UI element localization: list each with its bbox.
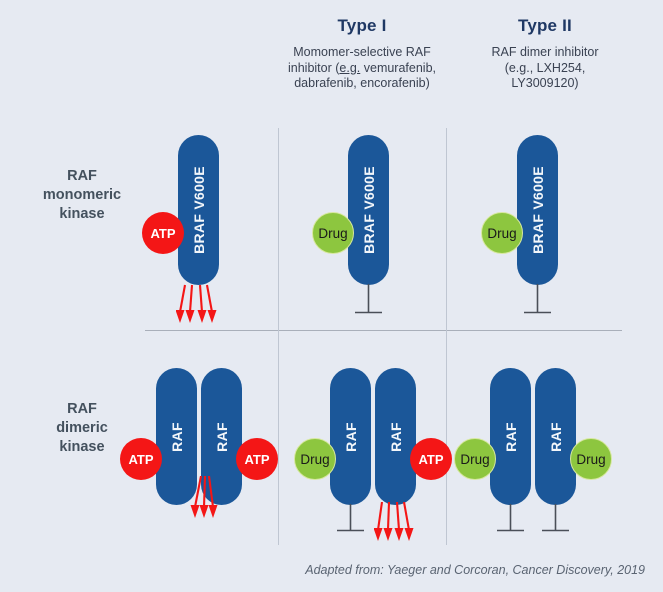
- braf-pill-label: BRAF V600E: [190, 166, 207, 254]
- ligand-drug-dimer-type1-left: Drug: [294, 438, 336, 480]
- ligand-atp-dimer-untreated-left: ATP: [120, 438, 162, 480]
- row-label-monomeric-line1: RAF: [67, 168, 97, 184]
- column-subtitle-type1: Momomer-selective RAF inhibitor (e.g. ve…: [278, 45, 446, 92]
- raf-pill-label: RAF: [342, 421, 359, 452]
- divider-vertical-1: [278, 128, 279, 545]
- row-label-monomeric: RAF monomeric kinase: [18, 167, 146, 224]
- type1-subtitle-line3: dabrafenib, encorafenib): [294, 76, 430, 90]
- type1-subtitle-line2-pre: inhibitor (: [287, 60, 340, 75]
- ligand-atp-dimer-untreated-right: ATP: [236, 438, 278, 480]
- ligand-drug-dimer-type2-left: Drug: [454, 438, 496, 480]
- type2-subtitle-line3: LY3009120): [511, 76, 579, 90]
- raf-pill-label: RAF: [168, 421, 185, 452]
- raf-pill-dimer-type1-left: RAF: [330, 368, 371, 505]
- inhibition-tbar-dimer-type2-right: [542, 504, 569, 532]
- braf-pill-mono-untreated: BRAF V600E: [178, 135, 219, 285]
- ligand-drug-dimer-type2-right: Drug: [570, 438, 612, 480]
- type2-subtitle-line1: RAF dimer inhibitor: [491, 45, 599, 59]
- raf-pill-dimer-type2-right: RAF: [535, 368, 576, 505]
- ligand-drug-mono-type1: Drug: [312, 212, 354, 254]
- footer-credit: Adapted from: Yaeger and Corcoran, Cance…: [305, 563, 645, 577]
- braf-pill-mono-type2: BRAF V600E: [517, 135, 558, 285]
- type2-subtitle-line2: (e.g., LXH254,: [504, 60, 586, 75]
- raf-pill-dimer-type1-right: RAF: [375, 368, 416, 505]
- inhibition-tbar-mono-type2: [524, 284, 551, 314]
- raf-pill-dimer-untreated-left: RAF: [156, 368, 197, 505]
- raf-pill-dimer-untreated-right: RAF: [201, 368, 242, 505]
- column-title-type1: Type I: [337, 16, 387, 35]
- row-label-dimeric-line3: kinase: [59, 439, 105, 455]
- ligand-atp-mono-untreated: ATP: [142, 212, 184, 254]
- row-label-monomeric-line2: monomeric: [42, 187, 122, 203]
- column-subtitle-type2: RAF dimer inhibitor (e.g., LXH254, LY300…: [452, 45, 638, 92]
- raf-pill-label: RAF: [387, 421, 404, 452]
- raf-pill-label: RAF: [547, 421, 564, 452]
- signal-arrows-dimer-untreated: [190, 476, 218, 518]
- inhibition-tbar-dimer-type1-left: [337, 504, 364, 532]
- inhibition-tbar-mono-type1: [355, 284, 382, 314]
- row-label-monomeric-line3: kinase: [59, 206, 105, 222]
- raf-pill-label: RAF: [213, 421, 230, 452]
- braf-pill-label: BRAF V600E: [529, 166, 546, 254]
- column-heading-type2: Type II RAF dimer inhibitor (e.g., LXH25…: [452, 16, 638, 92]
- row-label-dimeric-line1: RAF: [67, 401, 97, 417]
- ligand-drug-mono-type2: Drug: [481, 212, 523, 254]
- row-label-dimeric: RAF dimeric kinase: [18, 400, 146, 457]
- column-title-type2: Type II: [518, 16, 572, 35]
- braf-pill-mono-type1: BRAF V600E: [348, 135, 389, 285]
- type1-subtitle-eg: e.g.: [339, 60, 361, 75]
- raf-pill-label: RAF: [502, 421, 519, 452]
- raf-pill-dimer-type2-left: RAF: [490, 368, 531, 505]
- divider-horizontal: [145, 330, 622, 331]
- row-label-dimeric-line2: dimeric: [56, 420, 108, 436]
- divider-vertical-2: [446, 128, 447, 545]
- type1-subtitle-line1: Momomer-selective RAF: [293, 45, 431, 59]
- type1-subtitle-line2-post: vemurafenib,: [360, 60, 436, 75]
- signal-arrows-mono-untreated: [176, 284, 217, 323]
- signal-arrows-dimer-type1-right: [374, 502, 414, 541]
- inhibition-tbar-dimer-type2-left: [497, 504, 524, 532]
- ligand-atp-dimer-type1-right: ATP: [410, 438, 452, 480]
- column-heading-type1: Type I Momomer-selective RAF inhibitor (…: [278, 16, 446, 92]
- braf-pill-label: BRAF V600E: [360, 166, 377, 254]
